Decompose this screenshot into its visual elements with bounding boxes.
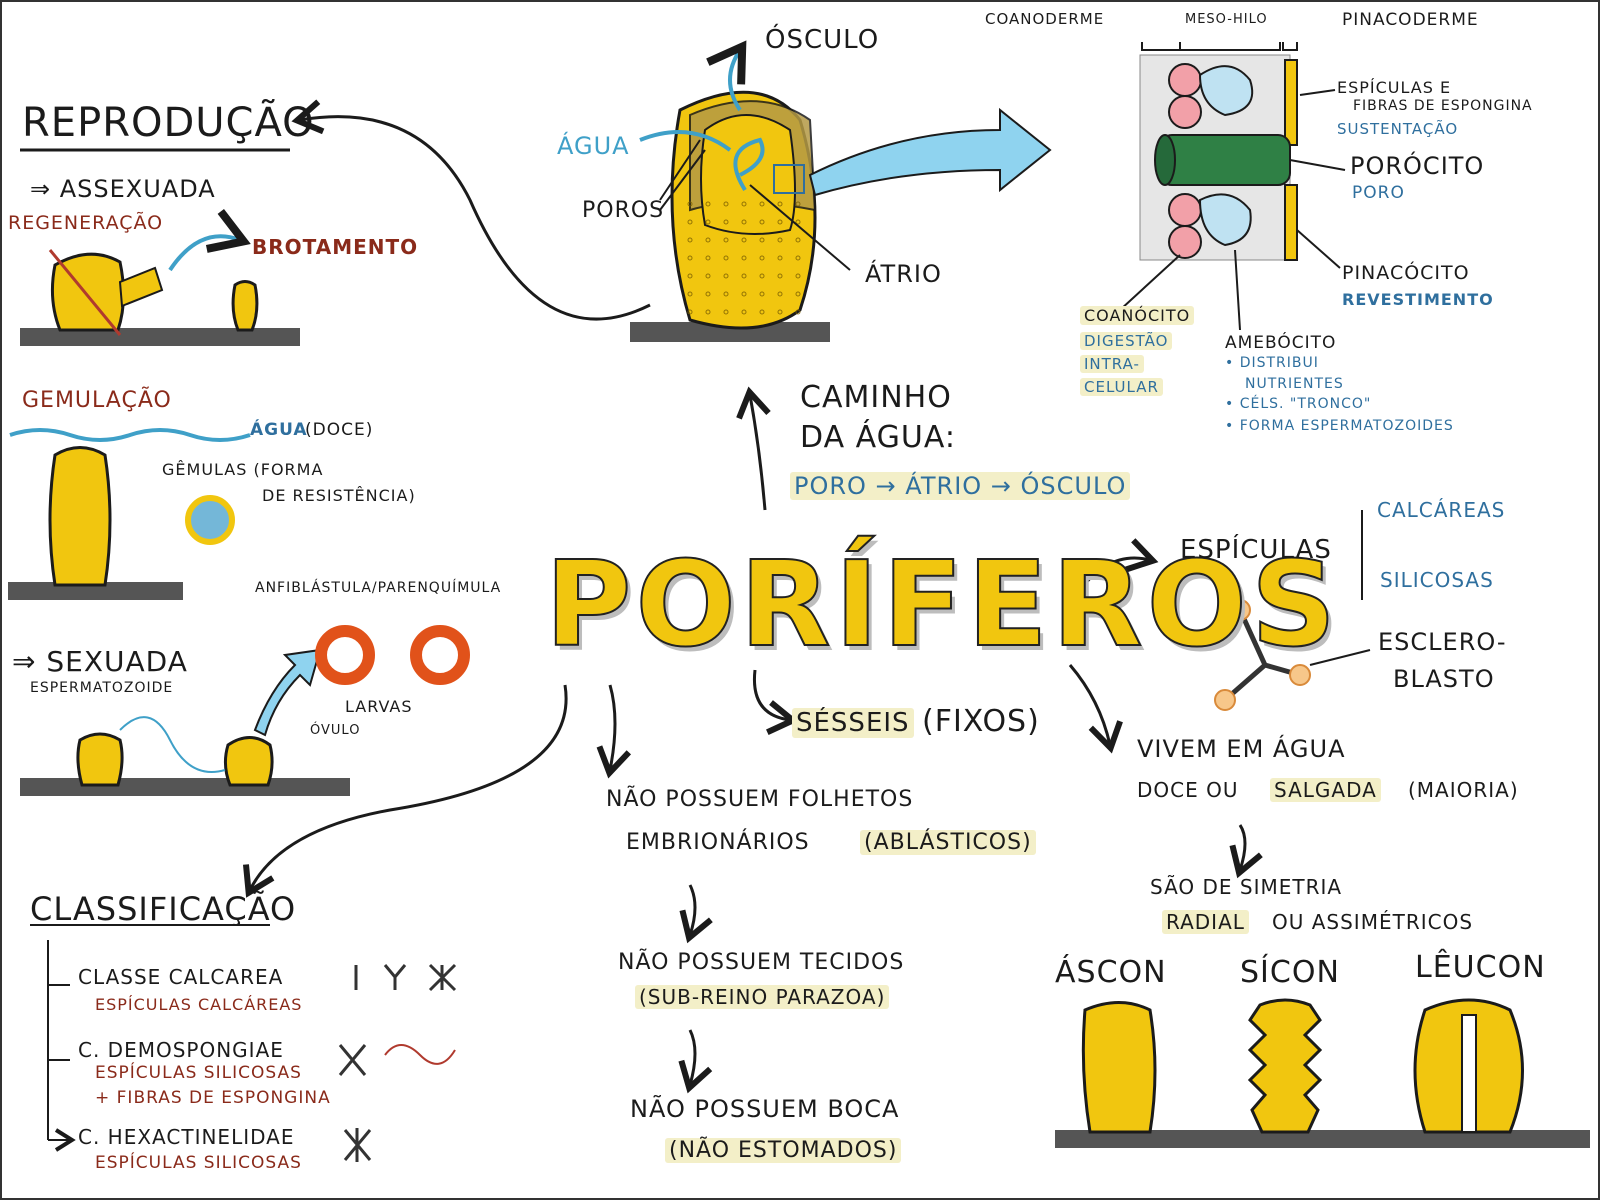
- classe-hexactinelidae-name: C. HEXACTINELIDAE: [78, 1125, 295, 1149]
- vivem-doce: DOCE OU: [1137, 778, 1239, 802]
- gemulas-label-2: DE RESISTÊNCIA): [262, 486, 416, 505]
- classe-demospongiae-name: C. DEMOSPONGIAE: [78, 1038, 284, 1062]
- ground: [630, 322, 830, 342]
- brotamento-label: BROTAMENTO: [252, 235, 419, 259]
- simetria-label-1: SÃO DE SIMETRIA: [1150, 875, 1343, 899]
- folhetos-label-2: EMBRIONÁRIOS: [626, 830, 810, 855]
- reproduction-drawings: [8, 209, 470, 796]
- coanoderme-label: COANODERME: [985, 10, 1105, 28]
- reproducao-heading: REPRODUÇÃO: [22, 100, 315, 146]
- classe-calcarea-name: CLASSE CALCAREA: [78, 965, 284, 989]
- caminho-label-1: CAMINHO: [800, 380, 952, 415]
- page-title: PORÍFEROS: [544, 534, 1340, 674]
- vivem-salgada: SALGADA: [1270, 778, 1381, 802]
- simetria-radial: RADIAL: [1162, 910, 1249, 934]
- vivem-label-1: VIVEM EM ÁGUA: [1137, 735, 1346, 763]
- spicule-symbols: [338, 963, 457, 1162]
- calcareas-label: CALCÁREAS: [1377, 498, 1506, 522]
- escleroblasto-label-2: BLASTO: [1393, 665, 1495, 693]
- escleroblasto-label-1: ESCLERO-: [1378, 628, 1507, 656]
- silicosas-label: SILICOSAS: [1380, 568, 1494, 592]
- espermatozoide-label: ESPERMATOZOIDE: [30, 680, 174, 696]
- gemulas-label-1: GÊMULAS (FORMA: [162, 460, 324, 479]
- ascon-label: ÁSCON: [1055, 955, 1167, 990]
- simetria-rest: OU ASSIMÉTRICOS: [1272, 910, 1474, 934]
- agua-doce-label: ÁGUA: [250, 420, 308, 440]
- classe-hexactinelidae-desc: ESPÍCULAS SILICOSAS: [95, 1153, 302, 1173]
- osculo-label: ÓSCULO: [765, 25, 880, 55]
- amebocito-desc-4: • FORMA ESPERMATOZOIDES: [1225, 418, 1454, 434]
- sustentacao-label: SUSTENTAÇÃO: [1337, 120, 1459, 138]
- atrio-label: ÁTRIO: [865, 260, 942, 288]
- doce-label: (DOCE): [305, 420, 374, 440]
- pinacoderme-label: PINACODERME: [1342, 10, 1479, 30]
- espiculas-fibras-label-1: ESPÍCULAS E: [1337, 78, 1452, 97]
- poros-label: POROS: [582, 198, 665, 223]
- revestimento-label: REVESTIMENTO: [1342, 290, 1494, 309]
- tecidos-label-1: NÃO POSSUEM TECIDOS: [618, 950, 905, 975]
- gemulacao-label: GEMULAÇÃO: [22, 388, 172, 413]
- coanocito-desc-3: CELULAR: [1080, 378, 1163, 396]
- folhetos-label-1: NÃO POSSUEM FOLHETOS: [606, 787, 914, 812]
- mesohilo-label: MESO-HILO: [1185, 12, 1268, 27]
- classe-calcarea-desc: ESPÍCULAS CALCÁREAS: [95, 995, 303, 1014]
- fixos-label: (FIXOS): [922, 704, 1040, 739]
- espiculas-fibras-label-2: FIBRAS DE ESPONGINA: [1353, 98, 1533, 114]
- body-wall-drawing: [1119, 42, 1346, 331]
- spicule-drawing: [1214, 510, 1371, 711]
- larva-types-label: ANFIBLÁSTULA/PARENQUÍMULA: [255, 580, 502, 596]
- ovulo-label: ÓVULO: [310, 723, 361, 738]
- classe-demospongiae-desc2: + FIBRAS DE ESPONGINA: [95, 1088, 331, 1108]
- sexuada-label: ⇒ SEXUADA: [12, 645, 188, 678]
- sicon-label: SÍCON: [1240, 955, 1340, 990]
- amebocito-desc-3: • CÉLS. "TRONCO": [1225, 396, 1372, 412]
- sponge-types-drawing: [1055, 998, 1590, 1148]
- boca-label-1: NÃO POSSUEM BOCA: [630, 1095, 900, 1123]
- agua-label: ÁGUA: [557, 132, 630, 160]
- classe-demospongiae-desc: ESPÍCULAS SILICOSAS: [95, 1063, 302, 1083]
- amebocito-label: AMEBÓCITO: [1225, 333, 1337, 353]
- porocito-label: PORÓCITO: [1350, 152, 1485, 180]
- amebocito-desc-2: NUTRIENTES: [1245, 376, 1344, 392]
- pinacocito-label: PINACÓCITO: [1342, 262, 1470, 284]
- parazoa-label: (SUB-REINO PARAZOA): [635, 985, 890, 1009]
- coanocito-desc-2: INTRA-: [1080, 355, 1144, 373]
- leucon-label: LÊUCON: [1415, 950, 1546, 985]
- caminho-path: PORO → ÁTRIO → ÓSCULO: [790, 472, 1131, 500]
- connector-arrows: [20, 148, 1263, 1140]
- assexuada-label: ⇒ ASSEXUADA: [30, 175, 216, 203]
- classificacao-heading: CLASSIFICAÇÃO: [30, 890, 297, 928]
- vivem-maioria: (MAIORIA): [1408, 778, 1519, 802]
- ablasticos-label: (ABLÁSTICOS): [860, 830, 1036, 855]
- amebocito-desc-1: • DISTRIBUI: [1225, 355, 1319, 371]
- main-sponge-drawing: [291, 40, 1052, 342]
- regeneracao-label: REGENERAÇÃO: [8, 212, 164, 234]
- estomados-label: (NÃO ESTOMADOS): [665, 1138, 902, 1163]
- coanocito-desc-1: DIGESTÃO: [1080, 332, 1173, 350]
- coanocito-label: COANÓCITO: [1080, 306, 1195, 325]
- larvas-label: LARVAS: [345, 697, 413, 716]
- caminho-label-2: DA ÁGUA:: [800, 420, 956, 455]
- sesseis-label: SÉSSEIS: [792, 708, 914, 738]
- poro-label: PORO: [1352, 183, 1405, 203]
- espiculas-label: ESPÍCULAS: [1180, 535, 1332, 565]
